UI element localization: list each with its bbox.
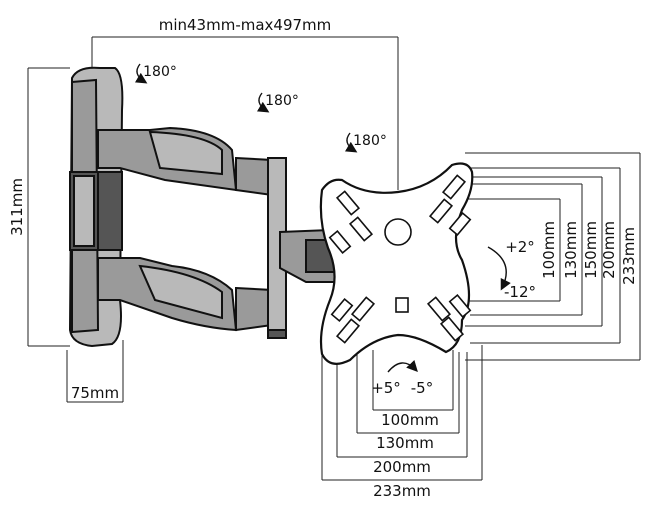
rotate-minus-label: -5° bbox=[411, 379, 433, 397]
swing-arm-lower bbox=[97, 257, 273, 332]
horizontal-dim-130: 130mm bbox=[376, 434, 434, 452]
dimension-lines bbox=[27, 36, 641, 481]
swivel-label-3: 180° bbox=[353, 133, 387, 149]
tilt-down-label: -12° bbox=[504, 283, 536, 301]
vertical-dim-130: 130mm bbox=[562, 221, 580, 279]
horizontal-dim-233: 233mm bbox=[373, 482, 431, 500]
horizontal-dim-100: 100mm bbox=[381, 411, 439, 429]
mounting-slots bbox=[328, 174, 472, 344]
rotate-arc bbox=[387, 360, 418, 373]
swivel-arcs bbox=[134, 63, 358, 153]
height-label: 311mm bbox=[8, 178, 26, 236]
vertical-dim-150: 150mm bbox=[582, 221, 600, 279]
tilt-up-label: +2° bbox=[505, 238, 535, 256]
vertical-dim-100: 100mm bbox=[540, 221, 558, 279]
depth-range-label: min43mm-max497mm bbox=[159, 16, 332, 34]
pivot-post bbox=[267, 157, 350, 339]
swivel-label-1: 180° bbox=[143, 64, 177, 80]
vertical-dim-233: 233mm bbox=[620, 227, 638, 285]
vesa-plate bbox=[319, 162, 474, 365]
horizontal-dim-200: 200mm bbox=[373, 458, 431, 476]
vertical-dim-200: 200mm bbox=[600, 221, 618, 279]
wall-plate-depth-label: 75mm bbox=[71, 384, 119, 402]
swivel-label-2: 180° bbox=[265, 93, 299, 109]
wall-plate bbox=[68, 66, 124, 348]
tilt-arc bbox=[487, 246, 511, 291]
rotate-plus-label: +5° bbox=[371, 379, 401, 397]
swing-arm-upper bbox=[97, 126, 273, 197]
